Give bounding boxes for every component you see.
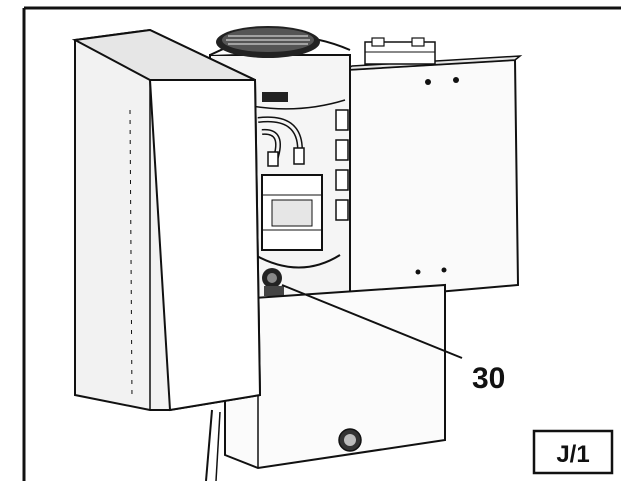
vented-motor-cap-icon xyxy=(216,26,320,58)
screw xyxy=(415,269,421,275)
screw xyxy=(425,79,431,85)
valve-fitting xyxy=(262,268,284,296)
stand-leg xyxy=(205,409,221,481)
callout-leader-line xyxy=(281,284,463,359)
round-drain-plug-icon xyxy=(338,428,362,452)
motor-fins xyxy=(335,109,349,221)
hydraulic-hoses xyxy=(257,116,305,167)
control-box xyxy=(344,37,523,302)
screw xyxy=(453,77,459,83)
pump-body xyxy=(261,174,323,251)
screw xyxy=(441,267,447,273)
front-cover xyxy=(71,28,262,412)
figure-id: J/1 xyxy=(556,441,589,468)
diagram-frame xyxy=(22,6,621,481)
terminal-block xyxy=(364,37,436,65)
figure-id-box: J/1 xyxy=(532,429,614,475)
callout-label: 30 xyxy=(472,362,505,395)
